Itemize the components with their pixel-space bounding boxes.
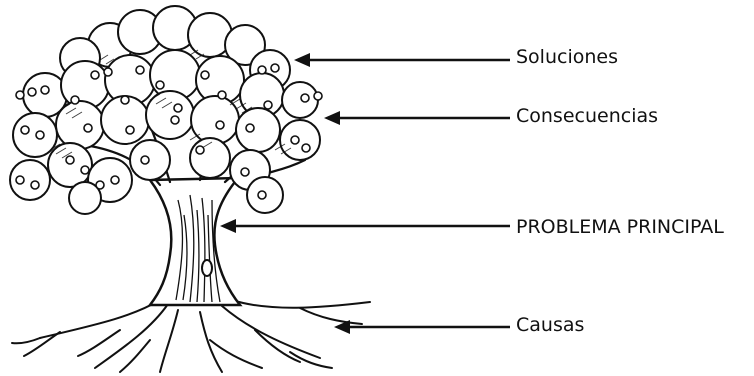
label-problema-principal: PROBLEMA PRINCIPAL	[516, 218, 724, 237]
tree-roots	[12, 300, 370, 372]
label-causas: Causas	[516, 316, 584, 335]
label-soluciones: Soluciones	[516, 48, 618, 67]
label-consecuencias: Consecuencias	[516, 107, 658, 126]
arrow-soluciones	[294, 53, 510, 67]
arrow-problema	[220, 219, 510, 233]
arrow-consecuencias	[324, 111, 510, 125]
arrow-causas	[334, 320, 510, 334]
